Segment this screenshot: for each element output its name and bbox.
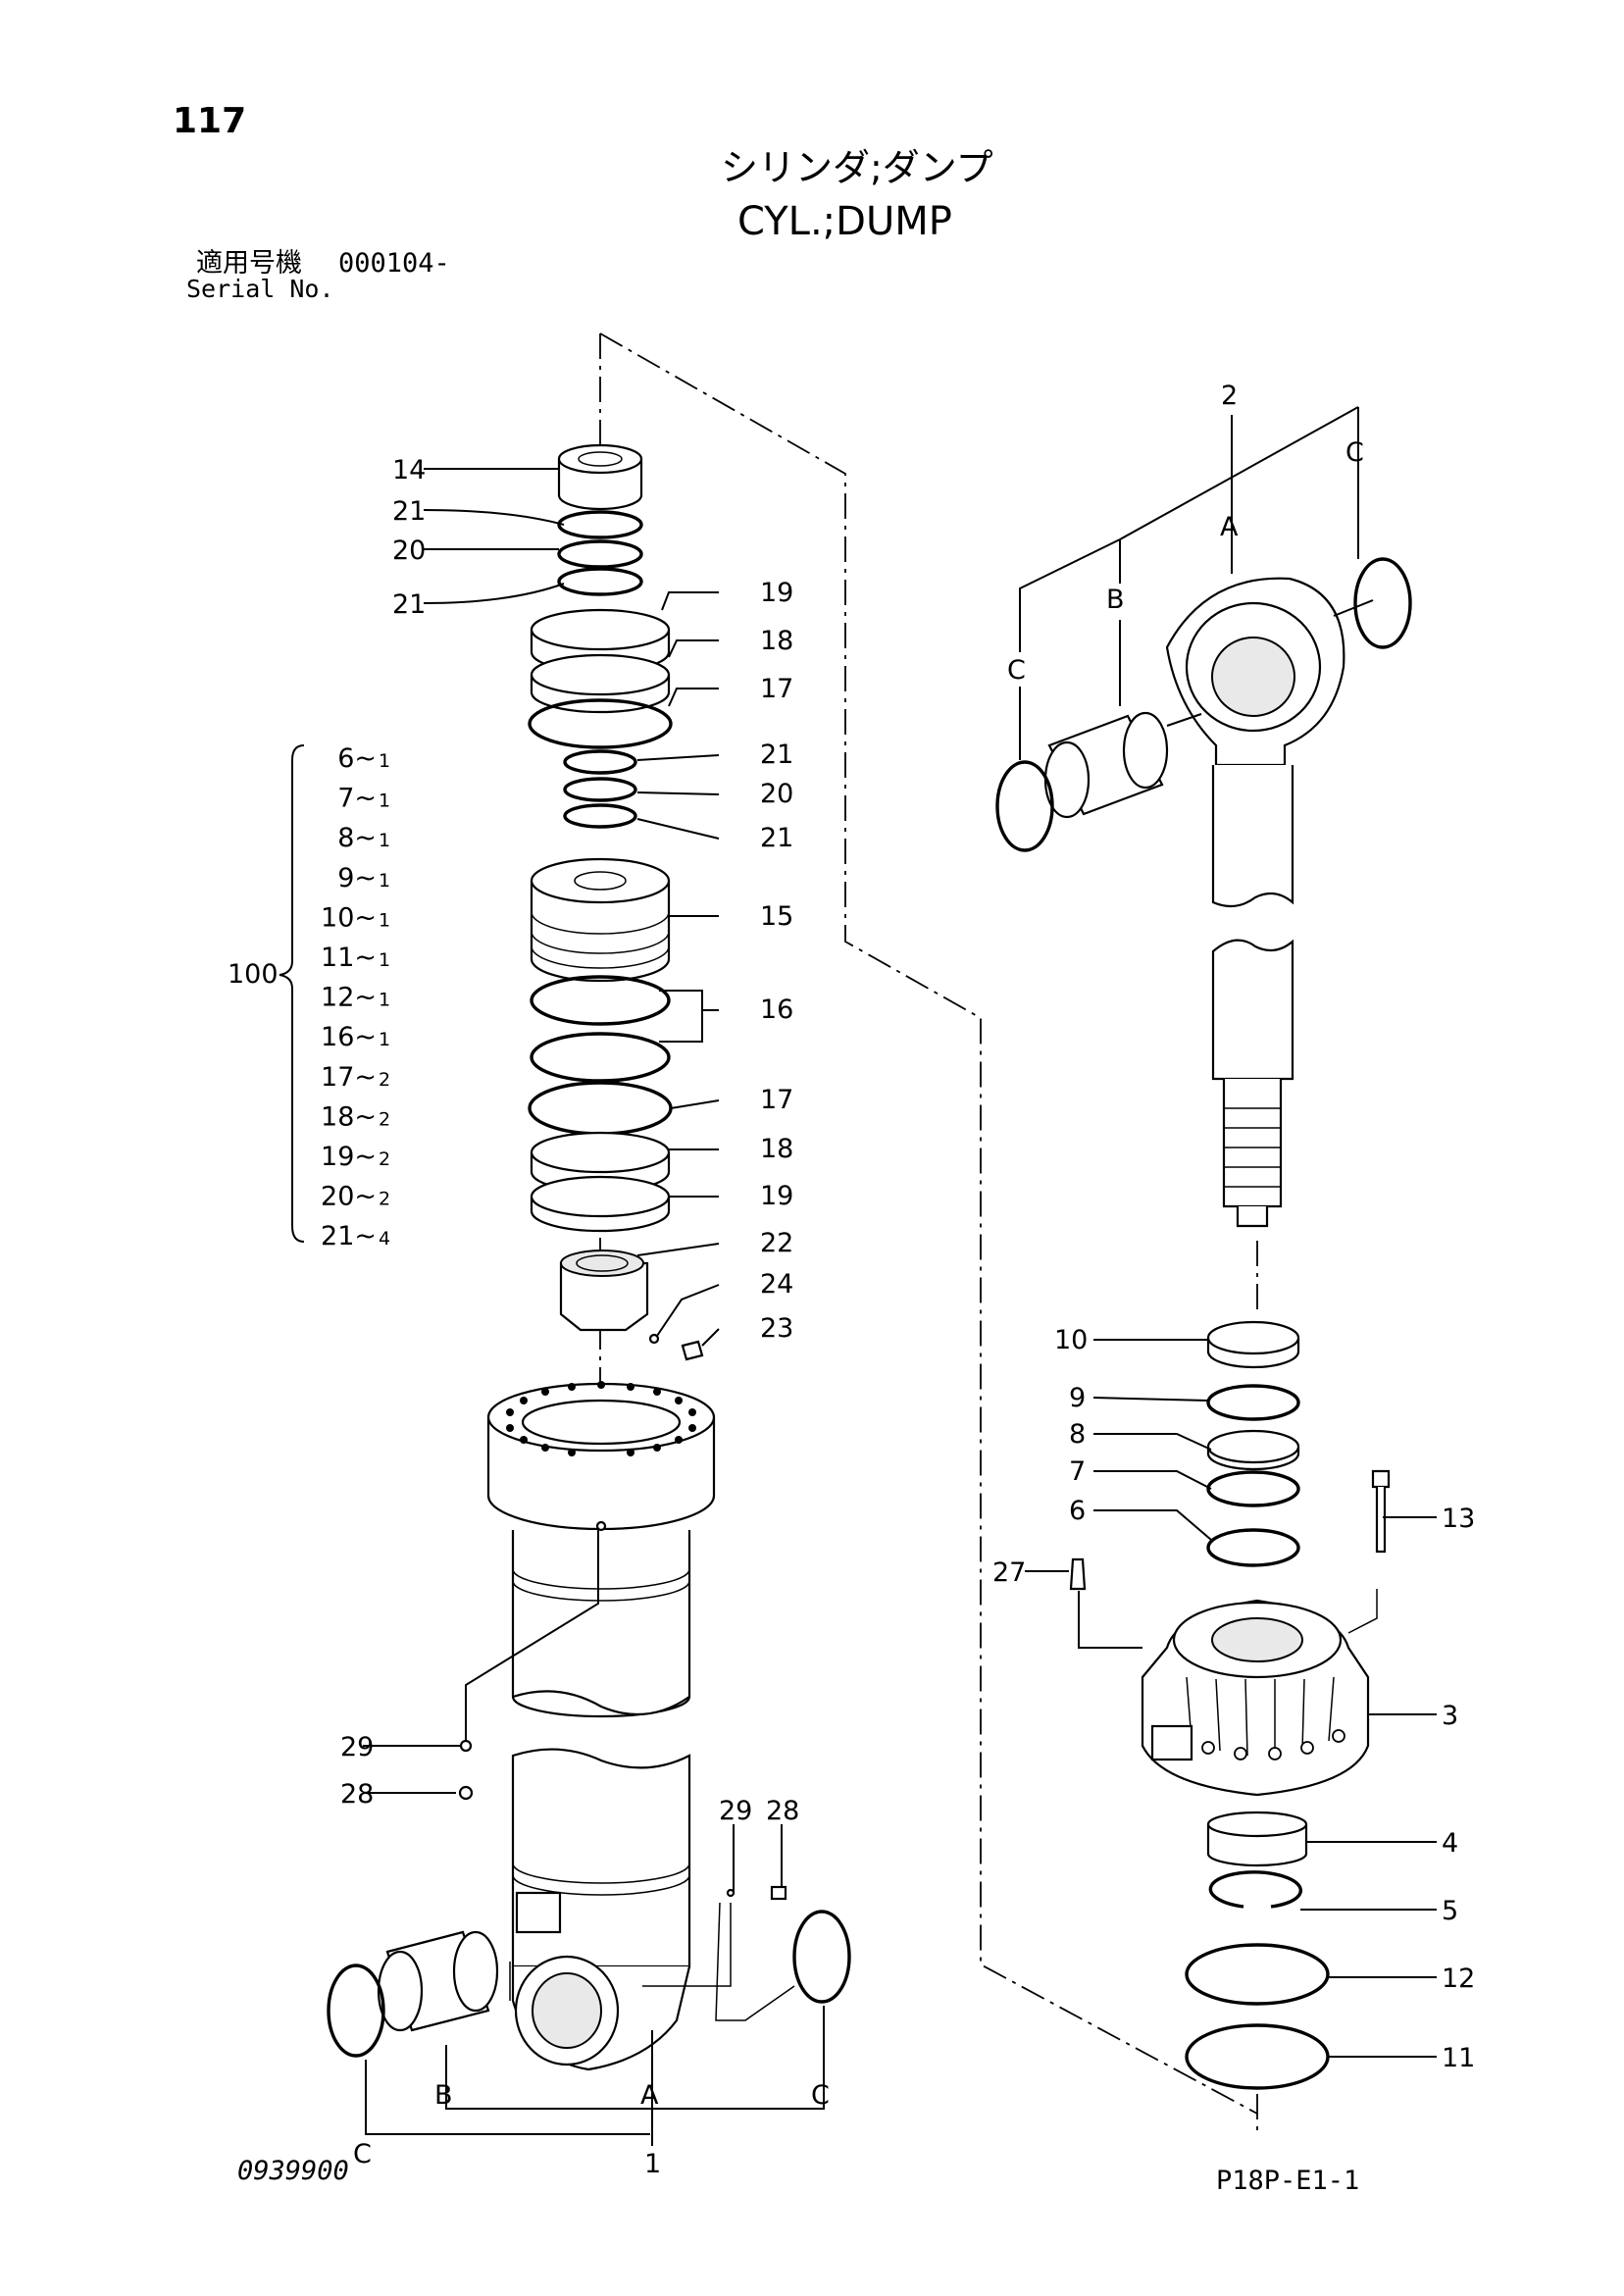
callout-11: 11 <box>1442 2043 1475 2073</box>
title-english: CYL.;DUMP <box>737 199 952 244</box>
kit-item-part: 21~ <box>321 1221 377 1251</box>
callout-21: 21 <box>392 496 426 527</box>
kit-item-qty: 1 <box>379 909 390 931</box>
callout-19: 19 <box>760 1181 793 1211</box>
callout-20: 20 <box>392 536 426 566</box>
callout-12: 12 <box>1442 1964 1475 1994</box>
callout-21: 21 <box>760 740 793 770</box>
callout-13: 13 <box>1442 1504 1475 1534</box>
serial-label-japanese: 適用号機 <box>196 248 302 279</box>
callout-b: B <box>1106 585 1125 615</box>
callout-16: 16 <box>760 995 793 1025</box>
piston-rod <box>995 557 1412 1228</box>
callout-21: 21 <box>392 589 426 620</box>
kit-item-part: 11~ <box>321 943 377 973</box>
kit-item-part: 10~ <box>321 902 377 933</box>
seal-kit-list: 100 6~17~18~19~110~111~112~116~117~218~2… <box>228 743 390 1251</box>
kit-item-qty: 1 <box>379 791 390 812</box>
callout-5: 5 <box>1442 1896 1458 1926</box>
kit-item-qty: 2 <box>379 1108 390 1130</box>
kit-item-part: 19~ <box>321 1142 377 1172</box>
serial-value: 000104- <box>338 248 450 279</box>
kit-item-qty: 1 <box>379 830 390 851</box>
callout-3: 3 <box>1442 1701 1458 1731</box>
rod-cover <box>1141 1599 1370 2090</box>
kit-item-qty: 1 <box>379 870 390 892</box>
callout-22: 22 <box>760 1228 793 1258</box>
callout-c: C <box>811 2080 830 2111</box>
serial-label-english: Serial No. <box>186 275 334 303</box>
callout-6: 6 <box>1069 1496 1086 1526</box>
callout-29: 29 <box>719 1796 752 1826</box>
kit-item-part: 7~ <box>337 784 377 814</box>
kit-item-qty: 1 <box>379 949 390 971</box>
callout-14: 14 <box>392 455 426 485</box>
callout-1: 1 <box>644 2149 661 2179</box>
kit-item-part: 12~ <box>321 983 377 1013</box>
piston-seal-stack <box>528 443 704 1361</box>
kit-item-qty: 1 <box>379 1029 390 1050</box>
callout-17: 17 <box>760 1085 793 1115</box>
callout-labels: 14 21 20 21 19 18 17 21 20 21 15 16 17 1… <box>340 381 1475 2179</box>
callout-4: 4 <box>1442 1828 1458 1859</box>
callout-28: 28 <box>340 1779 374 1810</box>
callout-27: 27 <box>992 1557 1026 1588</box>
kit-item-qty: 2 <box>379 1069 390 1091</box>
kit-item-part: 17~ <box>321 1062 377 1093</box>
kit-item-part: 6~ <box>337 743 377 774</box>
callout-29: 29 <box>340 1732 374 1762</box>
callout-8: 8 <box>1069 1419 1086 1450</box>
kit-item-qty: 2 <box>379 1189 390 1210</box>
kit-item-part: 8~ <box>337 823 377 853</box>
kit-item-part: 9~ <box>337 863 377 893</box>
callout-20: 20 <box>760 779 793 809</box>
callout-17: 17 <box>760 674 793 704</box>
callout-24: 24 <box>760 1269 793 1300</box>
cylinder-head-flange <box>486 1381 716 1718</box>
rod-seal-rings <box>1069 1320 1391 1591</box>
callout-c: C <box>1345 437 1364 468</box>
kit-label: 100 <box>228 959 279 990</box>
kit-item-qty: 4 <box>379 1228 390 1250</box>
callout-19: 19 <box>760 578 793 608</box>
callout-2: 2 <box>1221 381 1238 411</box>
assembly-centerlines <box>599 332 1258 2136</box>
callout-18: 18 <box>760 1134 793 1164</box>
callout-b: B <box>434 2080 453 2111</box>
leader-lines <box>279 406 1437 2146</box>
callout-a: A <box>640 2080 659 2111</box>
callout-a: A <box>1220 512 1239 542</box>
callout-10: 10 <box>1054 1325 1088 1355</box>
kit-item-qty: 2 <box>379 1148 390 1170</box>
callout-21: 21 <box>760 823 793 853</box>
page-number: 117 <box>173 101 247 141</box>
kit-item-part: 20~ <box>321 1182 377 1212</box>
callout-9: 9 <box>1069 1383 1086 1413</box>
title-japanese: シリンダ;ダンプ <box>721 146 993 189</box>
callout-c: C <box>353 2139 372 2169</box>
page-code: P18P-E1-1 <box>1216 2166 1360 2196</box>
callout-23: 23 <box>760 1313 793 1344</box>
callout-c: C <box>1007 655 1026 686</box>
drawing-number: 0939900 <box>237 2156 349 2186</box>
kit-item-part: 16~ <box>321 1022 377 1052</box>
callout-7: 7 <box>1069 1456 1086 1487</box>
callout-28: 28 <box>766 1796 799 1826</box>
callout-18: 18 <box>760 626 793 656</box>
cylinder-tube <box>327 1748 851 2071</box>
kit-item-qty: 1 <box>379 750 390 772</box>
kit-item-part: 18~ <box>321 1101 377 1132</box>
kit-item-qty: 1 <box>379 990 390 1011</box>
callout-15: 15 <box>760 901 793 932</box>
